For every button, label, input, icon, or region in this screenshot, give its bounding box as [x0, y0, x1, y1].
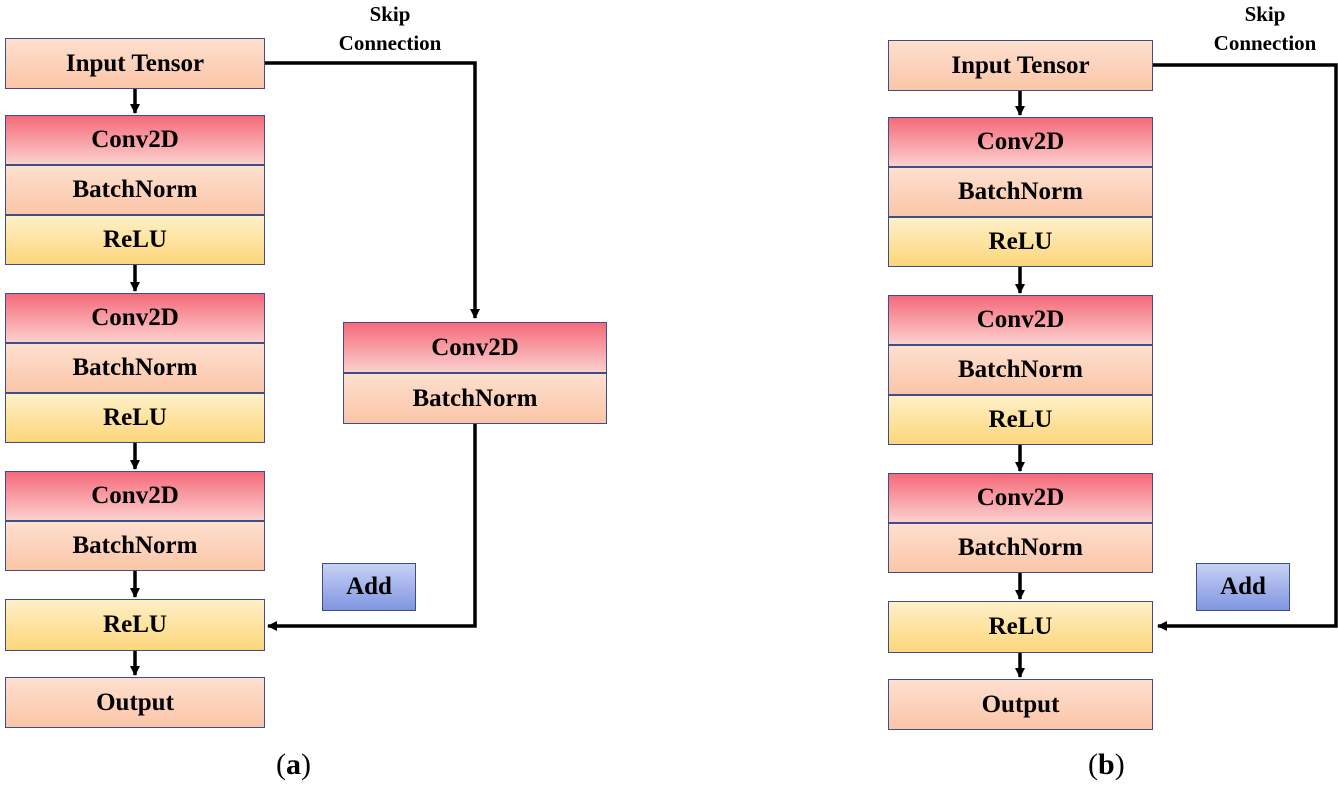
- conv2d-node-a-1: Conv2D: [5, 115, 265, 165]
- batchnorm-node-b-2: BatchNorm: [888, 345, 1153, 395]
- add-node-a: Add: [322, 563, 416, 611]
- conv2d-node-b-2: Conv2D: [888, 295, 1153, 345]
- caption-b: (b): [1088, 748, 1125, 782]
- batchnorm-node-a-1: BatchNorm: [5, 165, 265, 215]
- caption-b-close: ): [1114, 748, 1125, 781]
- output-node-b: Output: [888, 679, 1153, 730]
- caption-b-open: (: [1088, 748, 1098, 781]
- caption-b-letter: b: [1098, 748, 1115, 781]
- caption-a: (a): [276, 748, 311, 782]
- batchnorm-node-b-3: BatchNorm: [888, 523, 1153, 573]
- relu-node-b-1: ReLU: [888, 217, 1153, 267]
- skip-label-line1: Skip: [369, 2, 411, 26]
- caption-a-letter: a: [286, 748, 301, 781]
- conv2d-node-a-2: Conv2D: [5, 293, 265, 343]
- skip-conv2d-node-a: Conv2D: [343, 322, 607, 373]
- skip-connection-label-a: Skip Connection: [330, 0, 450, 58]
- conv2d-node-a-3: Conv2D: [5, 471, 265, 521]
- input-tensor-node-a: Input Tensor: [5, 38, 265, 89]
- batchnorm-node-b-1: BatchNorm: [888, 167, 1153, 217]
- skip-connection-label-b: Skip Connection: [1200, 0, 1330, 58]
- skip-batchnorm-node-a: BatchNorm: [343, 373, 607, 424]
- relu-node-a-1: ReLU: [5, 215, 265, 265]
- relu-node-a-final: ReLU: [5, 599, 265, 651]
- skip-label-line2: Connection: [338, 31, 442, 55]
- relu-node-a-2: ReLU: [5, 393, 265, 443]
- relu-node-b-2: ReLU: [888, 395, 1153, 445]
- skip-label-line2: Connection: [1213, 31, 1317, 55]
- input-tensor-node-b: Input Tensor: [888, 40, 1153, 91]
- skip-label-line1: Skip: [1244, 2, 1286, 26]
- arrow-b-identity-skip: [1153, 63, 1338, 631]
- arrow-a-skip-to-conv: [265, 61, 480, 319]
- batchnorm-node-a-2: BatchNorm: [5, 343, 265, 393]
- conv2d-node-b-3: Conv2D: [888, 473, 1153, 523]
- relu-node-b-final: ReLU: [888, 601, 1153, 653]
- batchnorm-node-a-3: BatchNorm: [5, 521, 265, 571]
- caption-a-close: ): [301, 748, 311, 781]
- arrow-a-skip-to-relu: [267, 424, 477, 631]
- conv2d-node-b-1: Conv2D: [888, 117, 1153, 167]
- output-node-a: Output: [5, 677, 265, 728]
- add-node-b: Add: [1196, 563, 1290, 611]
- caption-a-open: (: [276, 748, 286, 781]
